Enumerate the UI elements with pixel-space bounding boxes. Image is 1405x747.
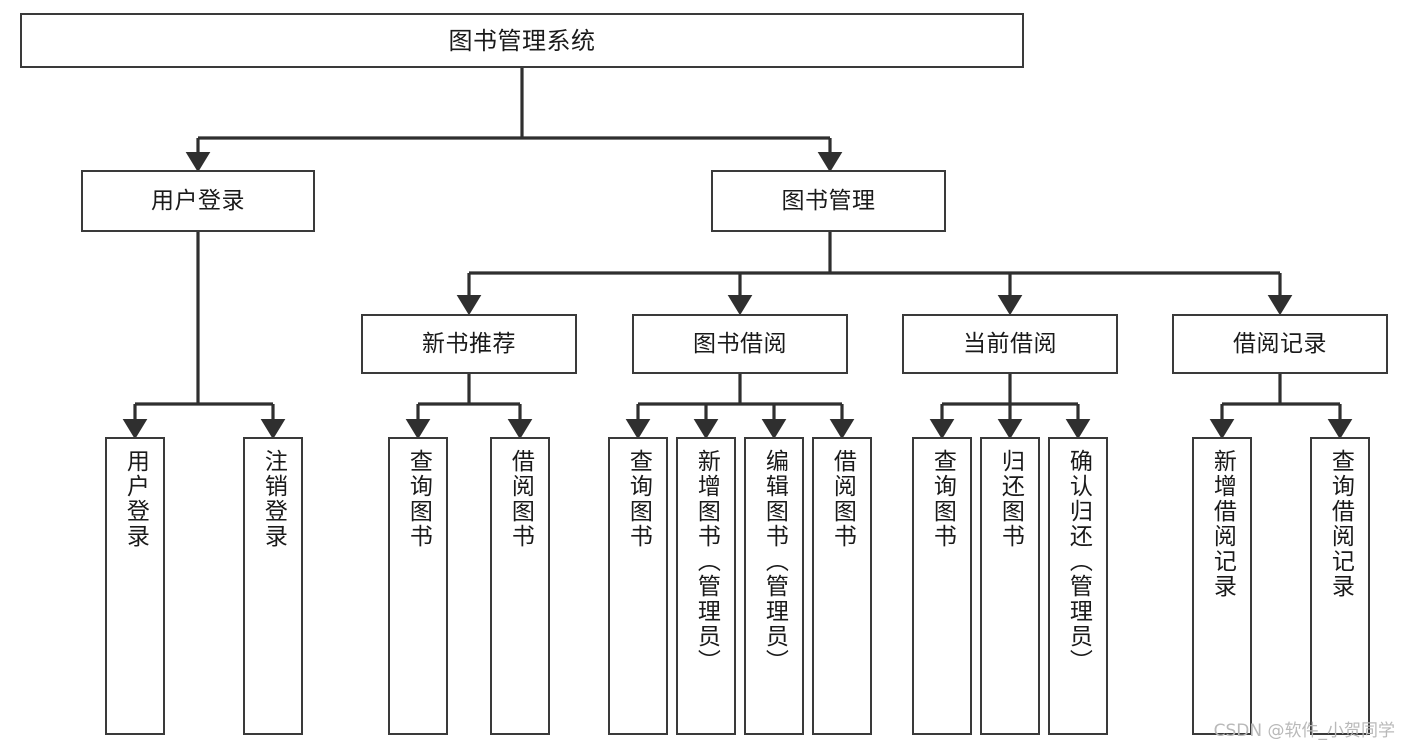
node-current-borrow[interactable]: 当前借阅 <box>902 314 1118 374</box>
node-label: 当前借阅 <box>963 330 1057 357</box>
node-leaf-borrow-book-2[interactable]: 借阅图书 <box>812 437 872 735</box>
node-label: 查询图书 <box>929 449 956 549</box>
node-leaf-edit-book[interactable]: 编辑图书（管理员） <box>744 437 804 735</box>
node-label: 确认归还（管理员） <box>1065 449 1092 674</box>
node-label: 新增图书（管理员） <box>693 449 720 674</box>
node-label: 新增借阅记录 <box>1209 449 1236 599</box>
node-leaf-add-borrow-record[interactable]: 新增借阅记录 <box>1192 437 1252 735</box>
node-leaf-query-borrow-record[interactable]: 查询借阅记录 <box>1310 437 1370 735</box>
node-book-management[interactable]: 图书管理 <box>711 170 946 232</box>
node-label: 用户登录 <box>122 449 149 549</box>
node-leaf-query-book-2[interactable]: 查询图书 <box>608 437 668 735</box>
node-user-login[interactable]: 用户登录 <box>81 170 315 232</box>
node-leaf-query-book-1[interactable]: 查询图书 <box>388 437 448 735</box>
node-label: 图书管理 <box>781 187 876 214</box>
node-borrow-record[interactable]: 借阅记录 <box>1172 314 1388 374</box>
node-label: 编辑图书（管理员） <box>761 449 788 674</box>
node-leaf-confirm-return[interactable]: 确认归还（管理员） <box>1048 437 1108 735</box>
node-label: 新书推荐 <box>422 330 516 357</box>
node-label: 借阅图书 <box>507 449 534 549</box>
node-leaf-borrow-book-1[interactable]: 借阅图书 <box>490 437 550 735</box>
node-label: 注销登录 <box>260 449 287 549</box>
node-label: 图书管理系统 <box>448 26 596 55</box>
node-leaf-add-book[interactable]: 新增图书（管理员） <box>676 437 736 735</box>
node-label: 图书借阅 <box>693 330 787 357</box>
node-leaf-return-book[interactable]: 归还图书 <box>980 437 1040 735</box>
node-book-borrow[interactable]: 图书借阅 <box>632 314 848 374</box>
node-label: 借阅图书 <box>829 449 856 549</box>
node-leaf-user-login[interactable]: 用户登录 <box>105 437 165 735</box>
node-label: 归还图书 <box>997 449 1024 549</box>
node-label: 查询图书 <box>625 449 652 549</box>
node-label: 查询图书 <box>405 449 432 549</box>
node-leaf-logout-login[interactable]: 注销登录 <box>243 437 303 735</box>
node-root-book-management-system[interactable]: 图书管理系统 <box>20 13 1024 68</box>
node-leaf-query-book-3[interactable]: 查询图书 <box>912 437 972 735</box>
node-label: 用户登录 <box>151 187 245 214</box>
node-new-book-recommend[interactable]: 新书推荐 <box>361 314 577 374</box>
node-label: 查询借阅记录 <box>1327 449 1354 599</box>
node-label: 借阅记录 <box>1233 330 1327 357</box>
